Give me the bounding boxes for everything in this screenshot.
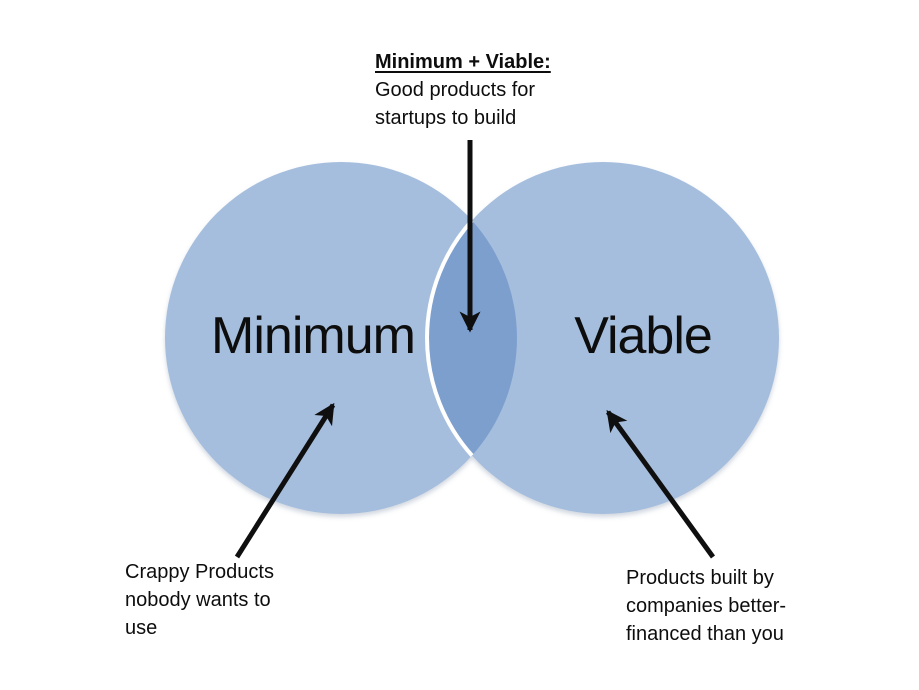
- left-circle: [165, 162, 517, 514]
- bottom-right-annotation: Products built by companies better- fina…: [626, 564, 786, 648]
- top-annotation-line: Good products for: [375, 79, 536, 101]
- circle-divider-arc: [425, 219, 474, 457]
- bottom-left-annotation-line: Crappy Products: [125, 561, 274, 583]
- bottom-left-annotation-line: nobody wants to: [125, 589, 271, 611]
- circle-group: [165, 162, 779, 514]
- top-annotation: Minimum + Viable: Good products for star…: [375, 48, 551, 132]
- bottom-right-annotation-line: Products built by: [626, 567, 774, 589]
- top-annotation-line: startups to build: [375, 107, 517, 129]
- right-circle-label: Viable: [574, 307, 713, 365]
- bottom-right-annotation-line: companies better-: [626, 595, 787, 617]
- bottom-right-annotation-line: financed than you: [626, 623, 784, 645]
- top-annotation-heading: Minimum + Viable:: [375, 51, 551, 73]
- arrow-to-right-circle: [605, 409, 716, 559]
- left-circle-label: Minimum: [211, 307, 416, 365]
- overlap-region: [427, 220, 517, 456]
- arrow-to-left-circle: [234, 402, 336, 559]
- right-circle: [427, 162, 779, 514]
- bottom-left-annotation: Crappy Products nobody wants to use: [125, 558, 274, 642]
- bottom-left-annotation-line: use: [125, 617, 158, 639]
